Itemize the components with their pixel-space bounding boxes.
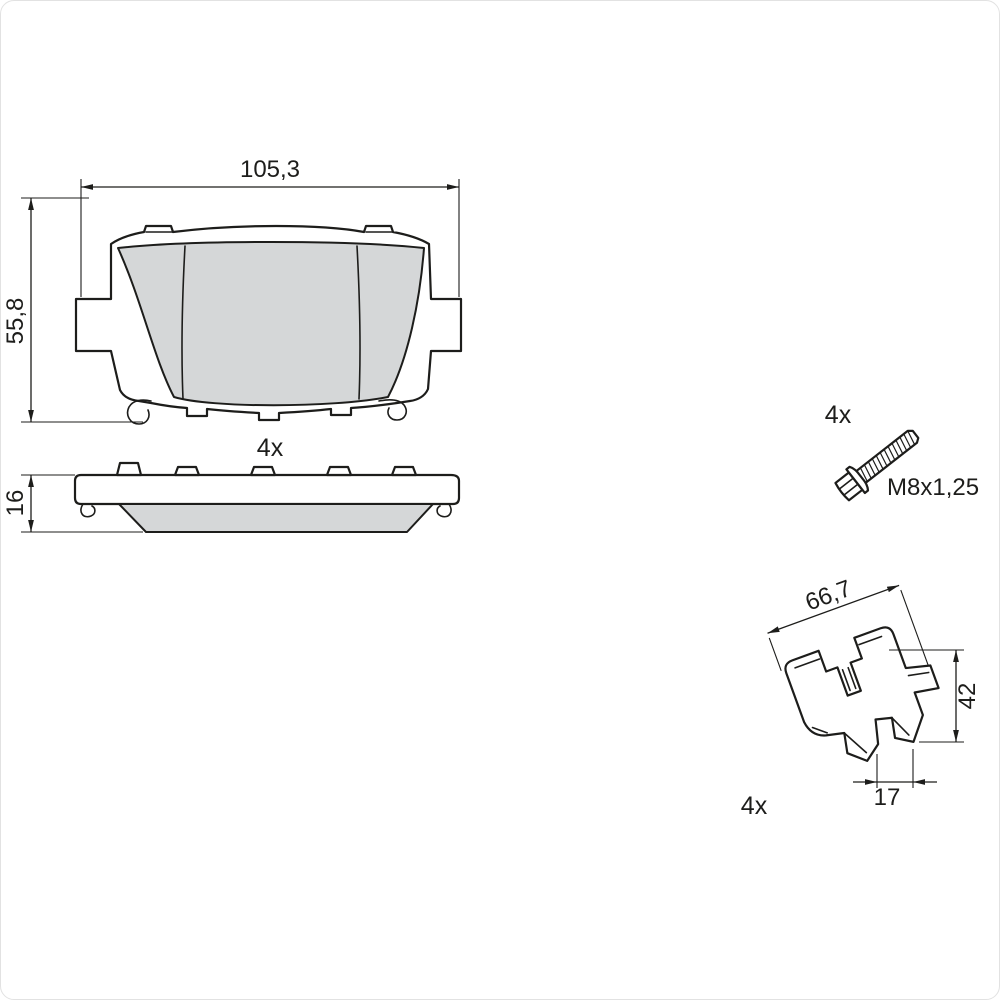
profile-clip-tab: [325, 465, 353, 477]
profile-clip-tab: [390, 465, 418, 477]
clip-outline: [784, 626, 940, 762]
bolt-drawing: [834, 429, 920, 502]
dimension-line: [767, 584, 900, 634]
pad-thickness-dimension-label: 16: [2, 490, 29, 517]
clip-height-dimension: 42: [889, 649, 981, 743]
bolt-view: 4x M8x1,25: [825, 401, 979, 502]
profile-clip-tab: [249, 465, 277, 477]
profile-hook-right: [436, 503, 452, 518]
pad-spring-hook-right: [378, 399, 407, 421]
profile-clip-tab: [173, 465, 201, 477]
clip-drawing: 66,7: [767, 575, 940, 762]
clip-height-dimension-label: 42: [954, 683, 981, 710]
clip-view: 66,7 42 17 4x: [741, 575, 981, 820]
pad-width-dimension: 105,3: [80, 156, 460, 297]
profile-hook-left: [80, 503, 96, 518]
bolt-head: [834, 471, 864, 502]
pad-thickness-dimension: 16: [2, 474, 143, 533]
bolt-thread-spec-label: M8x1,25: [887, 474, 979, 501]
pad-friction-material: [117, 241, 425, 407]
pad-width-dimension-label: 105,3: [240, 156, 300, 183]
pad-front-view: 105,3 55,8 4x: [2, 156, 463, 462]
pad-height-dimension-label: 55,8: [2, 298, 29, 345]
profile-clip-tab: [115, 461, 143, 477]
bolt-quantity-label: 4x: [825, 401, 852, 429]
extension-line: [768, 637, 782, 672]
friction-chamfer-line: [181, 245, 361, 400]
pad-profile-friction: [118, 503, 434, 533]
clip-quantity-label: 4x: [741, 792, 768, 820]
pad-profile-view: 16: [2, 461, 461, 533]
clip-foot-dimension: 17: [853, 749, 937, 811]
clip-width-dimension-label: 66,7: [802, 575, 855, 616]
pad-quantity-label: 4x: [257, 434, 284, 462]
bolt-head-facet-line: [839, 477, 859, 496]
pad-height-dimension: 55,8: [2, 197, 143, 423]
pad-profile-plate: [73, 473, 461, 506]
clip-foot-dimension-label: 17: [874, 784, 901, 811]
pad-spring-hook-left: [126, 399, 152, 425]
extension-line: [900, 589, 930, 667]
bolt-threads: [859, 430, 916, 483]
clip-fold-line: [794, 635, 930, 754]
